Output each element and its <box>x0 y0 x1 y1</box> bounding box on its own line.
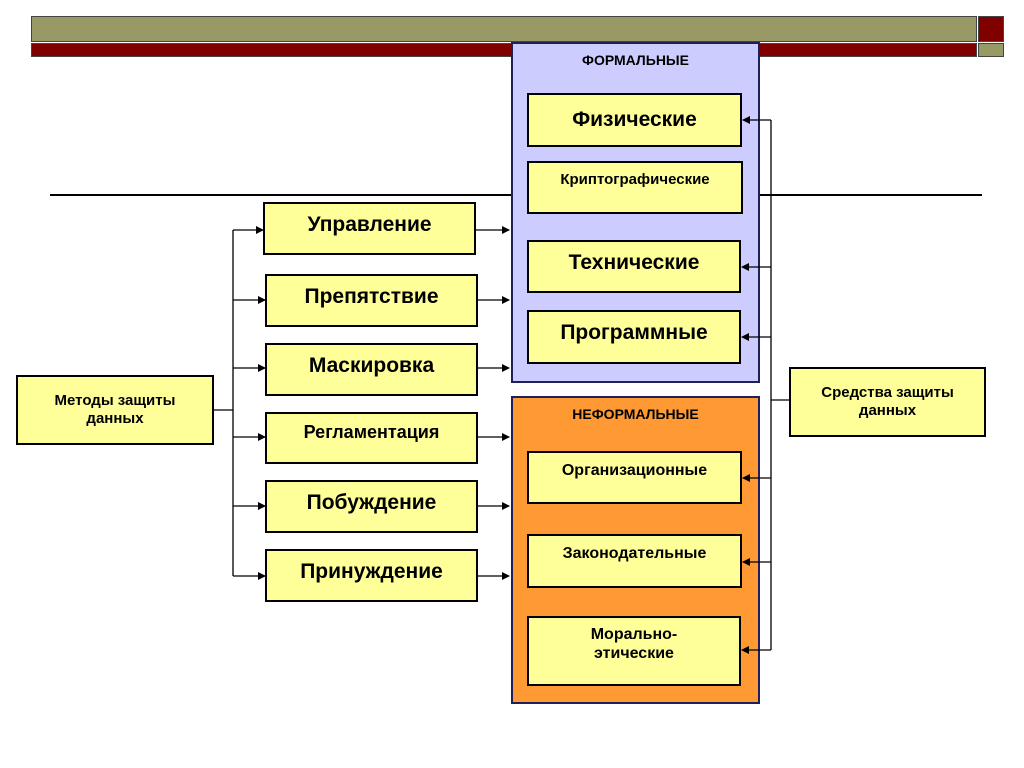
method-box-maskirovka: Маскировка <box>265 343 478 396</box>
method-box-upravlenie: Управление <box>263 202 476 255</box>
method-box-pobuzhdenie: Побуждение <box>265 480 478 533</box>
corner-square-olive <box>978 43 1004 57</box>
formal-box-fizicheskie: Физические <box>527 93 742 147</box>
corner-square-maroon <box>978 16 1004 42</box>
formal-label: Программные <box>560 321 708 344</box>
method-box-prinuzhdenie: Принуждение <box>265 549 478 602</box>
means-root-label: Средства защиты данных <box>821 384 954 419</box>
means-root-box: Средства защиты данных <box>789 367 986 437</box>
methods-root-label: Методы защиты данных <box>54 392 176 427</box>
formal-label: Криптографические <box>560 171 710 188</box>
formal-group-title: ФОРМАЛЬНЫЕ <box>582 52 689 68</box>
formal-box-programmnye: Программные <box>527 310 741 364</box>
method-box-reglamentaciya: Регламентация <box>265 412 478 464</box>
informal-label: Морально-этические <box>590 626 678 663</box>
informal-label: Организационные <box>561 462 708 479</box>
informal-box-organizacionnye: Организационные <box>527 451 742 504</box>
method-label: Управление <box>307 213 432 236</box>
informal-group-title: НЕФОРМАЛЬНЫЕ <box>572 406 699 422</box>
method-label: Препятствие <box>304 285 439 308</box>
method-box-prepyatstvie: Препятствие <box>265 274 478 327</box>
formal-box-tehnicheskie: Технические <box>527 240 741 293</box>
header-bar-olive <box>31 16 977 42</box>
formal-label: Физические <box>572 108 697 132</box>
formal-label: Технические <box>568 251 700 274</box>
informal-box-zakonodatelnye: Законодательные <box>527 534 742 588</box>
methods-root-box: Методы защиты данных <box>16 375 214 445</box>
informal-box-moralno-eticheskie: Морально-этические <box>527 616 741 686</box>
method-label: Регламентация <box>303 422 440 442</box>
method-label: Принуждение <box>300 560 443 583</box>
informal-label: Законодательные <box>562 545 707 562</box>
formal-box-kriptograficheskie: Криптографические <box>527 161 743 214</box>
method-label: Маскировка <box>308 354 435 377</box>
method-label: Побуждение <box>306 491 437 514</box>
